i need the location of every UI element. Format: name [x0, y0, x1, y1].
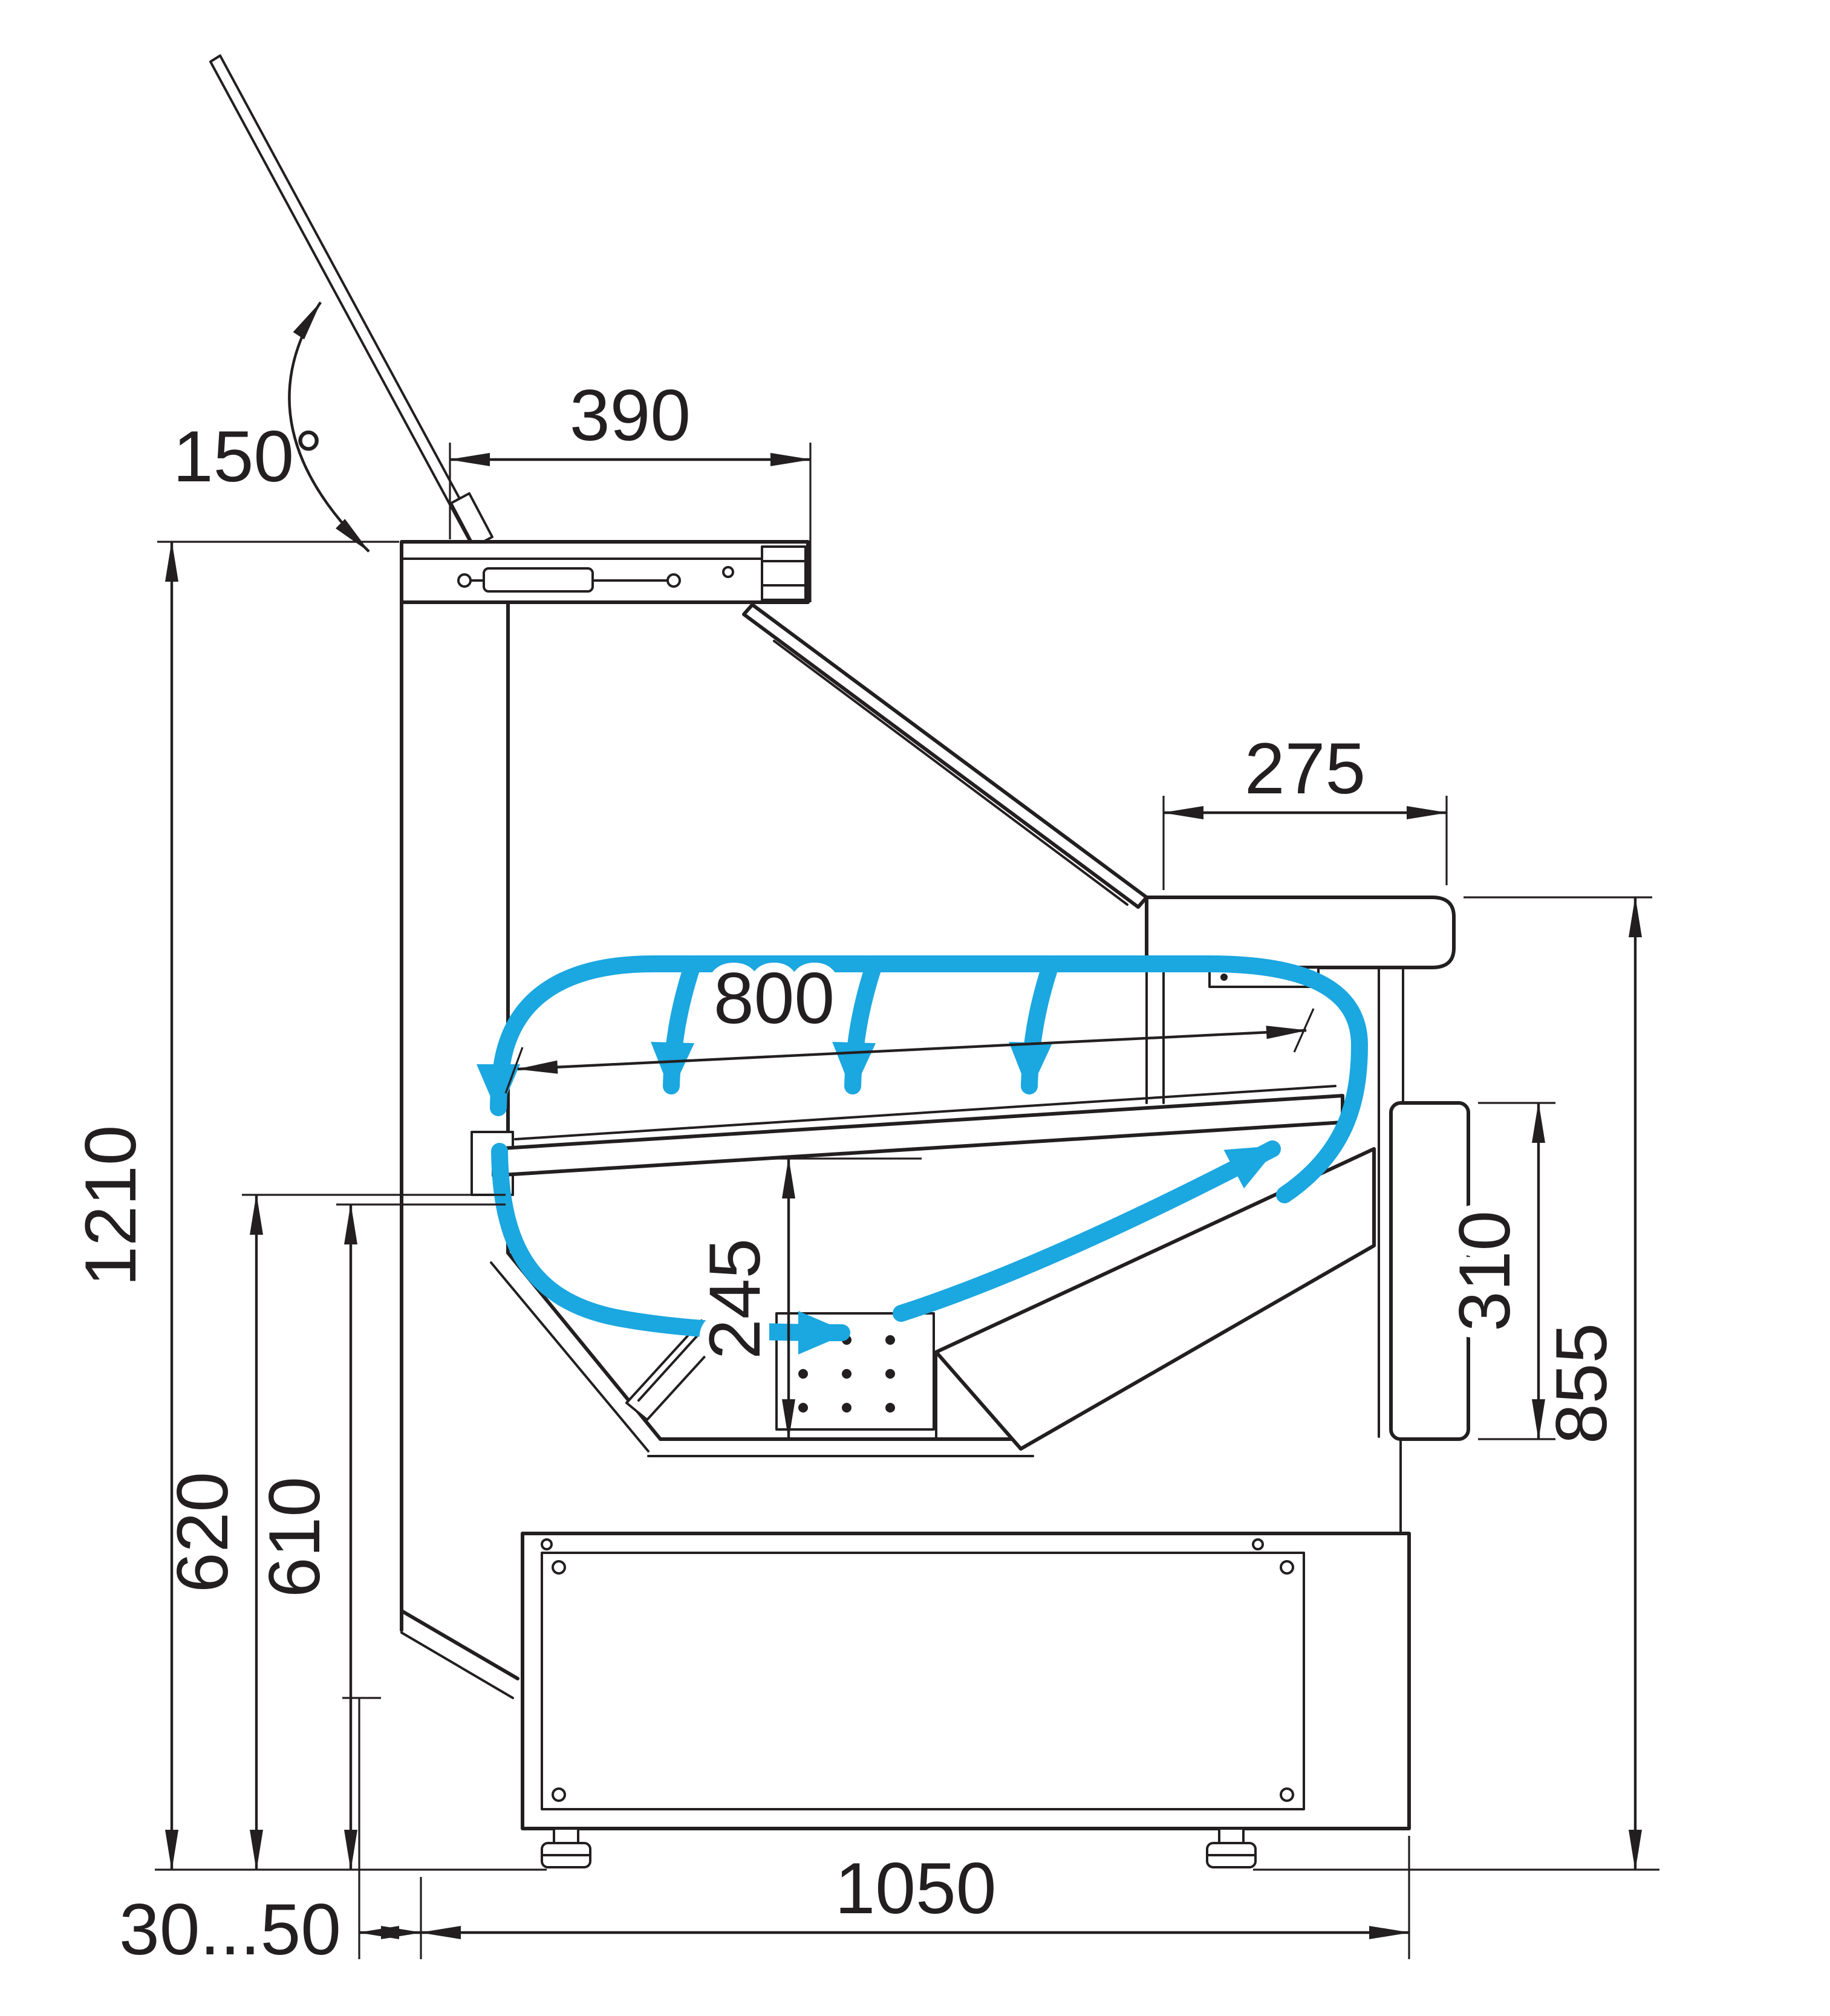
base-screw: [552, 1560, 566, 1575]
dim-390-label: 390: [570, 375, 691, 456]
base-screw: [1280, 1787, 1294, 1802]
dim-275-label: 275: [1245, 728, 1366, 809]
base-screw: [1252, 1538, 1264, 1550]
front-glass: [742, 603, 1148, 909]
dim-1210-label: 1210: [70, 1125, 151, 1287]
dim-610-label: 610: [254, 1477, 335, 1598]
right-side-panel: [1389, 1101, 1470, 1441]
cabinet-structure: [155, 54, 1659, 1871]
dimension-620: [242, 1194, 506, 1871]
dim-620-label: 620: [162, 1472, 243, 1593]
gas-strut-cylinder: [483, 567, 594, 593]
base-screw: [1280, 1560, 1294, 1575]
serve-counter-top: [1145, 896, 1456, 969]
base-screw: [552, 1787, 566, 1802]
frame-screw: [722, 566, 734, 578]
dimension-610: [336, 1203, 506, 1871]
dimension-275: [1162, 796, 1448, 890]
airflow-curtain-drop: [651, 959, 700, 1094]
base-inner-panel: [541, 1552, 1305, 1810]
wall-bottom-slope-inner: [400, 1631, 514, 1699]
deck-glass-shelf: [514, 1085, 1337, 1140]
dimension-1210: [157, 541, 399, 1871]
dimension-labels: 390 150° 275 800 1210 620 610 245 310 85…: [70, 375, 1622, 1970]
frame-end-bracket: [761, 545, 807, 601]
base-cabinet: [521, 1532, 1411, 1830]
dimension-1050: [420, 1836, 1410, 1959]
dimension-800: [504, 1008, 1315, 1094]
top-frame: [400, 540, 810, 604]
dim-855-label: 855: [1541, 1323, 1622, 1444]
airflow-ramp-rise: [893, 1140, 1281, 1322]
strut-pin-left: [457, 573, 472, 588]
bracket-screw: [1220, 974, 1228, 981]
display-deck: [492, 1094, 1344, 1177]
air-duct-ramp: [934, 1147, 1376, 1451]
strut-pin-right: [666, 573, 681, 588]
airflow-main-loop: [477, 955, 1369, 1203]
dim-800-label: 800: [714, 958, 835, 1039]
base-screw: [541, 1538, 553, 1550]
dimension-150deg: [288, 301, 370, 553]
adjustable-foot-right: [1206, 1827, 1257, 1868]
dimension-245: [762, 1157, 922, 1440]
dim-310-label: 310: [1444, 1211, 1525, 1332]
wall-bottom-slope-outer: [400, 1609, 519, 1680]
dimension-30-50: [342, 1697, 422, 1959]
dimension-855: [1464, 896, 1652, 1871]
dimension-390: [449, 443, 812, 602]
dimension-310: [1478, 1102, 1555, 1440]
lid-hinge-bracket: [450, 492, 493, 548]
well-slope-outer: [490, 1261, 650, 1452]
front-glass-inner-pane: [773, 640, 1128, 906]
adjustable-foot-left: [541, 1827, 591, 1868]
dim-150deg-label: 150°: [173, 416, 323, 497]
airflow-curtain-drop: [1009, 959, 1058, 1094]
airflow-bottom-run: [491, 1143, 850, 1354]
dim-30-50-label: 30...50: [119, 1889, 341, 1970]
dim-245-label: 245: [694, 1238, 775, 1359]
airflow-curtain-drop: [832, 959, 882, 1094]
dim-1050-label: 1050: [835, 1848, 997, 1929]
